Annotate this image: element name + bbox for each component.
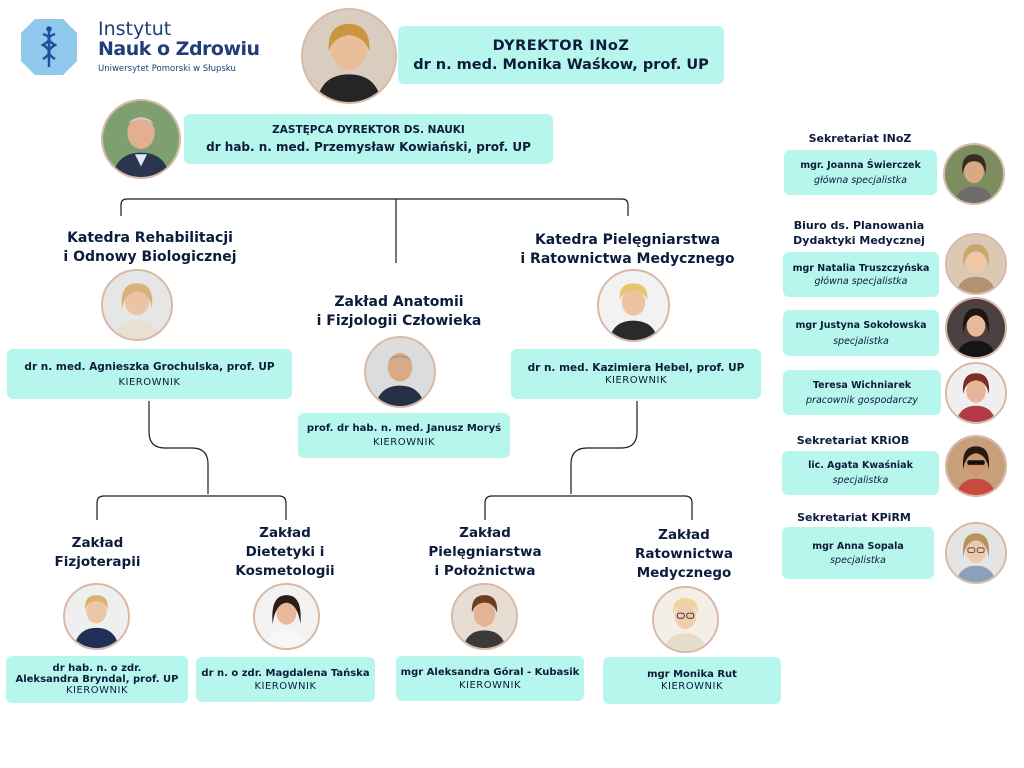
unit-piel-title-line2: Pielęgniarstwa	[428, 544, 542, 560]
unit-diet-title-line1: Zakład	[259, 525, 311, 541]
dept-anatomy-photo	[364, 336, 436, 408]
dept-anatomy-title: Zakład Anatomii i Fizjologii Człowieka	[286, 293, 512, 331]
dept-rehab-title-line1: Katedra Rehabilitacji	[67, 230, 233, 246]
unit-diet-box: dr n. o zdr. Magdalena Tańska KIEROWNIK	[196, 657, 375, 702]
unit-diet-title-line2: Dietetyki i	[245, 544, 325, 560]
unit-fizjo-title: Zakład Fizjoterapii	[30, 534, 165, 572]
unit-fizjo-head-name-line2: Aleksandra Bryndal, prof. UP	[15, 674, 179, 685]
unit-ratow-title-line2: Ratownictwa	[635, 546, 733, 562]
secretariat-kriob-box: lic. Agata Kwaśniak specjalistka	[782, 451, 939, 495]
dept-nursing-photo	[597, 269, 670, 342]
biuro-title-line1: Biuro ds. Planowania	[793, 219, 925, 232]
unit-piel-title-line1: Zakład	[459, 525, 511, 541]
secretariat-kriob-photo	[945, 435, 1007, 497]
dept-nursing-title-line1: Katedra Pielęgniarstwa	[534, 232, 721, 248]
biuro-staff3-name: Teresa Wichniarek	[812, 379, 912, 391]
dept-nursing-title: Katedra Pielęgniarstwa i Ratownictwa Med…	[500, 231, 755, 269]
logo-line1: Instytut	[98, 18, 172, 40]
unit-ratow-photo	[652, 586, 719, 653]
institute-logo: Instytut Nauk o Zdrowiu Uniwersytet Pomo…	[20, 18, 260, 80]
director-photo	[301, 8, 397, 104]
biuro-staff1-role: główna specjalistka	[814, 275, 908, 287]
unit-ratow-head-role: KIEROWNIK	[660, 681, 724, 692]
unit-ratow-head-name: mgr Monika Rut	[647, 669, 737, 680]
caduceus-icon	[20, 18, 78, 76]
unit-piel-photo	[451, 583, 518, 650]
secretariat-inoz-photo	[943, 143, 1005, 205]
biuro-staff2-box: mgr Justyna Sokołowska specjalistka	[783, 310, 939, 356]
deputy-name: dr hab. n. med. Przemysław Kowiański, pr…	[206, 140, 531, 154]
biuro-staff2-role: specjalistka	[833, 335, 889, 347]
dept-nursing-head-role: KIEROWNIK	[604, 375, 668, 386]
dept-anatomy-title-line1: Zakład Anatomii	[334, 294, 464, 310]
unit-fizjo-box: dr hab. n. o zdr. Aleksandra Bryndal, pr…	[6, 656, 188, 703]
unit-ratow-title: Zakład Ratownictwa Medycznego	[614, 526, 754, 583]
deputy-photo	[101, 99, 181, 179]
dept-anatomy-box: prof. dr hab. n. med. Janusz Moryś KIERO…	[298, 413, 510, 458]
secretariat-kriob-name: lic. Agata Kwaśniak	[808, 460, 913, 471]
biuro-staff3-photo	[945, 362, 1007, 424]
biuro-staff3-role: pracownik gospodarczy	[806, 394, 918, 406]
unit-piel-head-role: KIEROWNIK	[458, 679, 522, 691]
unit-piel-head-name: mgr Aleksandra Góral - Kubasik	[400, 666, 580, 678]
secretariat-kpirm-title: Sekretariat KPiRM	[797, 511, 911, 524]
unit-piel-title-line3: i Położnictwa	[434, 563, 536, 579]
biuro-staff1-name: mgr Natalia Truszczyńska	[792, 262, 930, 274]
dept-nursing-head-name: dr n. med. Kazimiera Hebel, prof. UP	[527, 362, 745, 374]
logo-line2: Nauk o Zdrowiu	[98, 38, 260, 60]
unit-ratow-title-line1: Zakład	[658, 527, 710, 543]
biuro-staff1-photo	[945, 233, 1007, 295]
dept-anatomy-head-role: KIEROWNIK	[372, 437, 436, 448]
unit-fizjo-head-name-line1: dr hab. n. o zdr.	[52, 663, 142, 674]
unit-diet-photo	[253, 583, 320, 650]
director-box: DYREKTOR INoZ dr n. med. Monika Waśkow, …	[398, 26, 724, 84]
unit-diet-title: Zakład Dietetyki i Kosmetologii	[215, 524, 355, 581]
unit-fizjo-photo	[63, 583, 130, 650]
unit-diet-head-role: KIEROWNIK	[254, 680, 317, 692]
biuro-staff3-box: Teresa Wichniarek pracownik gospodarczy	[783, 370, 941, 415]
dept-rehab-box: dr n. med. Agnieszka Grochulska, prof. U…	[7, 349, 292, 399]
secretariat-inoz-box: mgr. Joanna Świerczek główna specjalistk…	[784, 150, 937, 195]
dept-rehab-title: Katedra Rehabilitacji i Odnowy Biologicz…	[10, 229, 290, 267]
deputy-box: ZASTĘPCA DYREKTOR DS. NAUKI dr hab. n. m…	[184, 114, 553, 164]
secretariat-kpirm-role: specjalistka	[830, 554, 886, 566]
biuro-staff2-name: mgr Justyna Sokołowska	[795, 319, 927, 331]
dept-rehab-head-role: KIEROWNIK	[118, 376, 181, 388]
biuro-title: Biuro ds. Planowania Dydaktyki Medycznej	[784, 218, 934, 248]
secretariat-inoz-title: Sekretariat INoZ	[808, 132, 912, 145]
secretariat-inoz-role: główna specjalistka	[814, 174, 907, 186]
director-title: DYREKTOR INoZ	[492, 37, 630, 54]
unit-diet-title-line3: Kosmetologii	[235, 563, 335, 579]
unit-fizjo-title-line1: Zakład	[71, 535, 124, 551]
dept-rehab-photo	[101, 269, 173, 341]
director-name: dr n. med. Monika Waśkow, prof. UP	[413, 56, 709, 73]
unit-ratow-title-line3: Medycznego	[636, 565, 732, 581]
dept-rehab-head-name: dr n. med. Agnieszka Grochulska, prof. U…	[24, 360, 275, 373]
secretariat-kpirm-name: mgr Anna Sopala	[812, 540, 904, 552]
biuro-staff1-box: mgr Natalia Truszczyńska główna specjali…	[783, 252, 939, 297]
unit-diet-head-name: dr n. o zdr. Magdalena Tańska	[201, 667, 370, 679]
secretariat-inoz-name: mgr. Joanna Świerczek	[800, 159, 921, 171]
dept-rehab-title-line2: i Odnowy Biologicznej	[63, 249, 237, 265]
secretariat-kriob-role: specjalistka	[832, 475, 889, 486]
unit-piel-box: mgr Aleksandra Góral - Kubasik KIEROWNIK	[396, 656, 584, 701]
dept-nursing-box: dr n. med. Kazimiera Hebel, prof. UP KIE…	[511, 349, 761, 399]
unit-ratow-box: mgr Monika Rut KIEROWNIK	[603, 657, 781, 704]
dept-anatomy-head-name: prof. dr hab. n. med. Janusz Moryś	[306, 423, 502, 434]
logo-line3: Uniwersytet Pomorski w Słupsku	[98, 64, 236, 74]
unit-piel-title: Zakład Pielęgniarstwa i Położnictwa	[415, 524, 555, 581]
secretariat-kriob-title: Sekretariat KRiOB	[796, 434, 910, 447]
secretariat-kpirm-box: mgr Anna Sopala specjalistka	[782, 527, 934, 579]
secretariat-kpirm-photo	[945, 522, 1007, 584]
biuro-staff2-photo	[945, 297, 1007, 359]
dept-nursing-title-line2: i Ratownictwa Medycznego	[520, 251, 735, 267]
biuro-title-line2: Dydaktyki Medycznej	[793, 234, 925, 247]
unit-fizjo-head-role: KIEROWNIK	[65, 685, 129, 696]
unit-fizjo-title-line2: Fizjoterapii	[54, 554, 141, 570]
dept-anatomy-title-line2: i Fizjologii Człowieka	[316, 313, 482, 329]
deputy-title: ZASTĘPCA DYREKTOR DS. NAUKI	[272, 124, 465, 136]
